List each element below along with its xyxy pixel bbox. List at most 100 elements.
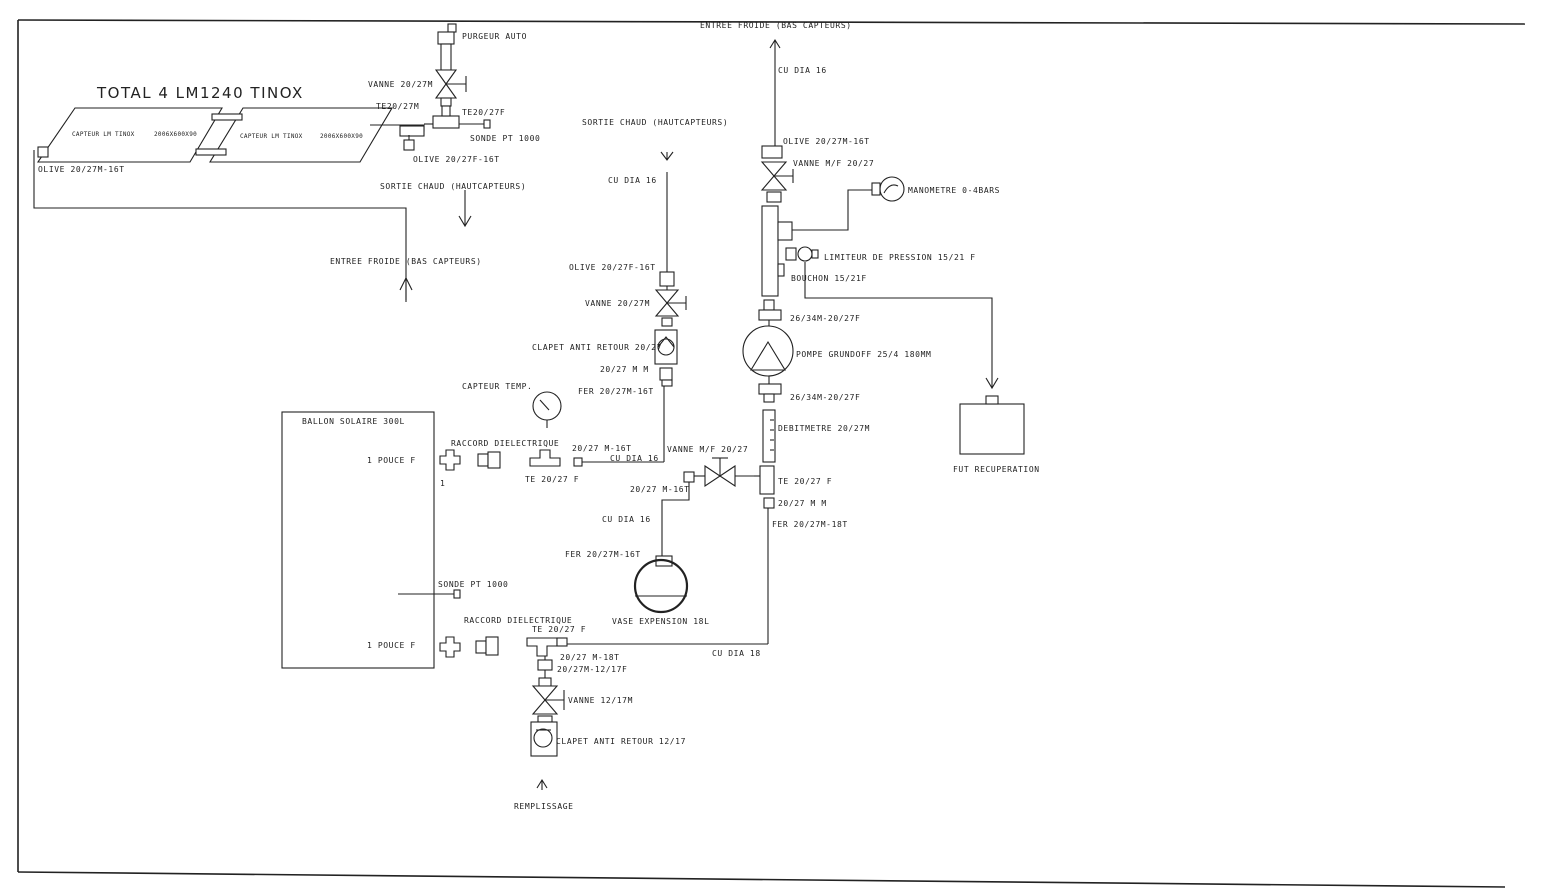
label-m16t-mid: 20/27 M-16T xyxy=(572,444,632,453)
cold-inlet-pipe xyxy=(33,150,407,302)
drawing-title: TOTAL 4 LM1240 TINOX xyxy=(96,84,304,102)
label-cu-dia16-right: CU DIA 16 xyxy=(778,66,827,75)
vanne-mf-mid-right xyxy=(719,464,736,488)
label-pouce-1: 1 POUCE F xyxy=(367,456,416,465)
purgeur-auto xyxy=(437,31,455,45)
clapet-bottom xyxy=(530,721,558,757)
label-vanne-top: VANNE 20/27M xyxy=(368,80,433,89)
label-mm-mid: 20/27 M M xyxy=(600,365,649,374)
label-fer-vase: FER 20/27M-16T xyxy=(565,550,641,559)
vanne-bottom-upper xyxy=(531,685,559,701)
vanne-mid-lower xyxy=(654,302,680,317)
drawing-frame xyxy=(17,19,1526,888)
te-right-mid xyxy=(759,465,775,495)
label-olive-right: OLIVE 20/27M-16T xyxy=(783,137,870,146)
label-capteur-temp: CAPTEUR TEMP. xyxy=(462,382,532,391)
vase-expansion xyxy=(633,558,689,614)
label-vanne-mf-mid: VANNE M/F 20/27 xyxy=(667,445,748,454)
label-te-right: TE20/27F xyxy=(462,108,505,117)
ballon-solaire-tank xyxy=(281,411,435,669)
sonde-ballon-sensor xyxy=(453,589,461,599)
vanne-mf-top-lower xyxy=(760,175,788,191)
label-vase: VASE EXPENSION 18L xyxy=(612,617,710,626)
label-te-left: TE20/27M xyxy=(376,102,419,111)
clapet-mid xyxy=(654,329,678,365)
label-sonde-top: SONDE PT 1000 xyxy=(470,134,540,143)
olive-mid-fitting xyxy=(659,271,675,287)
pompe-circulation xyxy=(742,325,794,377)
label-m1217: 20/27M-12/17F xyxy=(557,665,627,674)
label-vanne-bottom: VANNE 12/17M xyxy=(568,696,633,705)
label-te-right-mid: TE 20/27 F xyxy=(778,477,832,486)
collector-2-name: CAPTEUR LM TINOX xyxy=(240,133,303,140)
collector-1-dims: 2006X600X90 xyxy=(154,131,197,138)
label-cu-dia16-horiz: CU DIA 16 xyxy=(610,454,659,463)
label-sonde-ballon: SONDE PT 1000 xyxy=(438,580,508,589)
collector-coupling-bottom xyxy=(195,148,227,156)
label-cu-dia16-left: CU DIA 16 xyxy=(608,176,657,185)
label-m18t: 20/27 M-18T xyxy=(560,653,620,662)
collector-1-name: CAPTEUR LM TINOX xyxy=(72,131,135,138)
limiteur-pression xyxy=(797,246,813,262)
vanne-top-upper xyxy=(434,69,458,85)
vanne-mf-top-upper xyxy=(760,161,788,177)
vanne-top-lower xyxy=(434,83,458,99)
label-bouchon: BOUCHON 15/21F xyxy=(791,274,867,283)
collector-panel-1 xyxy=(36,107,223,163)
label-clapet-mid: CLAPET ANTI RETOUR 20/27 xyxy=(532,343,662,352)
debitmetre xyxy=(762,409,776,463)
label-fut: FUT RECUPERATION xyxy=(953,465,1040,474)
hot-outlet-arrow-1 xyxy=(458,215,472,228)
label-vanne-mf-top: VANNE M/F 20/27 xyxy=(793,159,874,168)
vanne-mf-mid-left xyxy=(704,464,721,488)
label-raccord-pump-top: 26/34M-20/27F xyxy=(790,314,860,323)
label-cu-dia16-vase: CU DIA 16 xyxy=(602,515,651,524)
label-pompe: POMPE GRUNDOFF 25/4 180MM xyxy=(796,350,931,359)
label-olive-top-right: OLIVE 20/27F-16T xyxy=(413,155,500,164)
label-raccord-pump-bottom: 26/34M-20/27F xyxy=(790,393,860,402)
olive-right-fitting xyxy=(761,145,783,159)
label-vanne-mid: VANNE 20/27M xyxy=(585,299,650,308)
label-debitmetre: DEBITMETRE 20/27M xyxy=(778,424,870,433)
label-raccord-di-1: RACCORD DIELECTRIQUE xyxy=(451,439,559,448)
temperature-sensor-gauge xyxy=(532,391,562,421)
label-ballon: BALLON SOLAIRE 300L xyxy=(302,417,405,426)
raccord-dielectrique-1a xyxy=(439,449,461,471)
collector-panel-2 xyxy=(209,107,393,163)
fut-recuperation xyxy=(959,403,1025,455)
raccord-dielectrique-2b xyxy=(475,640,487,654)
label-clapet-bottom: CLAPET ANTI RETOUR 12/17 xyxy=(556,737,686,746)
label-pouce-2: 1 POUCE F xyxy=(367,641,416,650)
label-sortie-chaud-2: SORTIE CHAUD (HAUTCAPTEURS) xyxy=(582,118,728,127)
te-bottom xyxy=(526,637,558,657)
label-raccord-di-2: RACCORD DIELECTRIQUE xyxy=(464,616,572,625)
label-olive-mid: OLIVE 20/27F-16T xyxy=(569,263,656,272)
vanne-mid-upper xyxy=(654,289,680,304)
label-remplissage: REMPLISSAGE xyxy=(514,802,574,811)
collector-array: CAPTEUR LM TINOX 2006X600X90 CAPTEUR LM … xyxy=(36,107,393,163)
olive-fitting-top xyxy=(403,139,415,151)
drain-arrow xyxy=(985,377,999,390)
collector-coupling-top xyxy=(211,113,243,121)
raccord-dielectrique-2a xyxy=(439,636,461,658)
label-entree-froide-1: ENTREE FROIDE (BAS CAPTEURS) xyxy=(330,257,482,266)
label-mm-right: 20/27 M M xyxy=(778,499,827,508)
label-limiteur: LIMITEUR DE PRESSION 15/21 F xyxy=(824,253,976,262)
purgeur-cap xyxy=(447,23,457,33)
label-te-mid: TE 20/27 F xyxy=(525,475,579,484)
manometre-gauge xyxy=(879,176,905,202)
raccord-dielectrique-1b xyxy=(477,453,489,467)
label-purgeur-auto: PURGEUR AUTO xyxy=(462,32,527,41)
label-te-bottom: TE 20/27 F xyxy=(532,625,586,634)
label-mark-1: 1 xyxy=(440,479,445,488)
te-mid xyxy=(529,449,561,467)
label-sortie-chaud-1: SORTIE CHAUD (HAUTCAPTEURS) xyxy=(380,182,526,191)
label-manometre: MANOMETRE 0-4BARS xyxy=(908,186,1000,195)
label-olive-top-left: OLIVE 20/27M-16T xyxy=(38,165,125,174)
collector-inlet-fitting xyxy=(37,146,49,158)
collector-2-dims: 2006X600X90 xyxy=(320,133,363,140)
vanne-bottom-lower xyxy=(531,699,559,715)
sonde-top-sensor xyxy=(483,119,491,129)
te-column-right xyxy=(761,205,779,297)
